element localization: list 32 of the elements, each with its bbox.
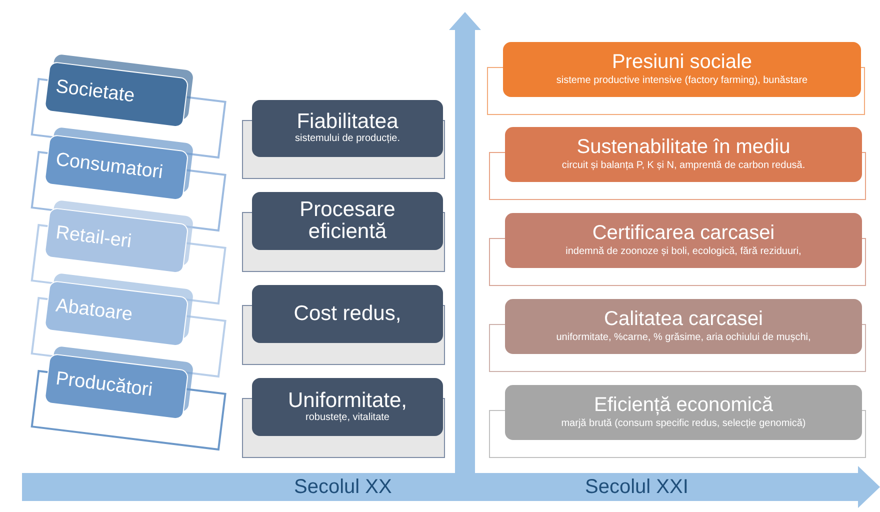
factor-box [503,42,861,97]
tab-label: Societate [54,75,136,109]
axis-label: Secolul XX [294,477,392,497]
tab-label: Abatoare [54,294,134,328]
box-title: Cost redus, [294,303,402,325]
box-subtitle: robustețe, vitalitate [306,412,390,424]
factor-box [505,299,862,354]
axis-label: Secolul XXI [585,477,688,497]
factor-box [252,285,443,343]
box-title: Sustenabilitate în mediu [576,136,790,158]
box-title: Presiuni sociale [612,51,752,74]
box-title: Procesare eficientă [298,199,396,243]
factor-box [252,192,443,250]
box-subtitle: circuit și balanța P, K și N, amprentă de carbon redusă. [562,160,806,173]
tab-label: Retail-eri [54,221,133,254]
tab-label: Producători [54,367,154,403]
factor-box [505,213,862,268]
box-subtitle: indemnă de zoonoze și boli, ecologică, fără reziduuri, [566,246,802,259]
factor-box [252,378,443,436]
factor-box [505,127,862,182]
box-title: Certificarea carcasei [592,222,775,244]
box-subtitle: sisteme productive intensive (factory farming), bunăstare [556,75,808,88]
box-title: Fiabilitatea [296,111,398,134]
box-title: Eficiență economică [594,394,773,416]
box-subtitle: uniformitate, %carne, % grăsime, aria ochiului de mușchi, [556,332,811,345]
factor-box [505,385,862,440]
box-subtitle: marjă brută (consum specific redus, selecție genomică) [561,418,806,431]
box-title: Uniformitate, [288,390,408,412]
box-title: Calitatea carcasei [604,308,763,330]
box-subtitle: sistemului de producție. [294,133,400,146]
tab-label: Consumatori [54,148,164,186]
factor-box [252,100,443,157]
